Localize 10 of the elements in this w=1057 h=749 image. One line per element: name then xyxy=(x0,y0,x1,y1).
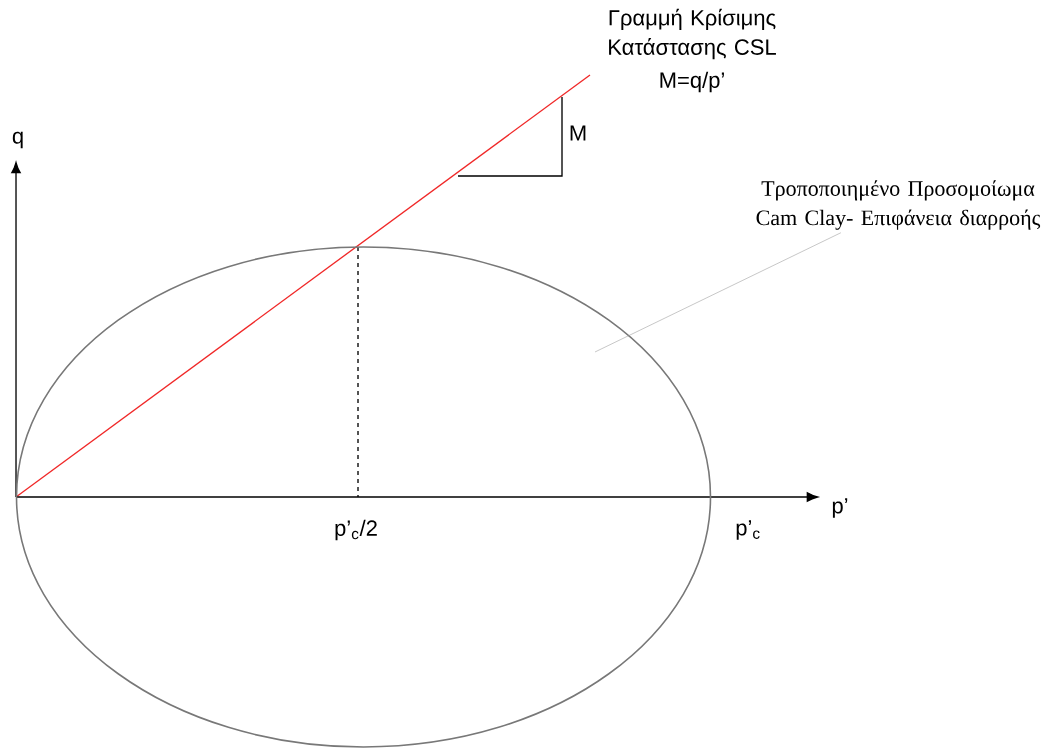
yield-surface-ellipse xyxy=(15,246,712,748)
slope-label: M xyxy=(570,125,586,141)
csl-label: Γραμμή Κρίσιμης Κατάστασης CSL xyxy=(609,8,776,60)
axis-label: q xyxy=(12,131,23,149)
yield-surface-label: Τροποποιημένο Προσομοίωμα Cam Clay- Επιφάνεια διαρροής xyxy=(756,180,1041,230)
leader-line xyxy=(594,232,842,353)
tick-label: p’$_{c}$/2 xyxy=(335,519,377,541)
tick-label: p’$_{c}$ xyxy=(736,520,760,540)
slope-formula: M=q/p’ xyxy=(660,71,724,93)
axis-label: p’ xyxy=(832,498,848,518)
